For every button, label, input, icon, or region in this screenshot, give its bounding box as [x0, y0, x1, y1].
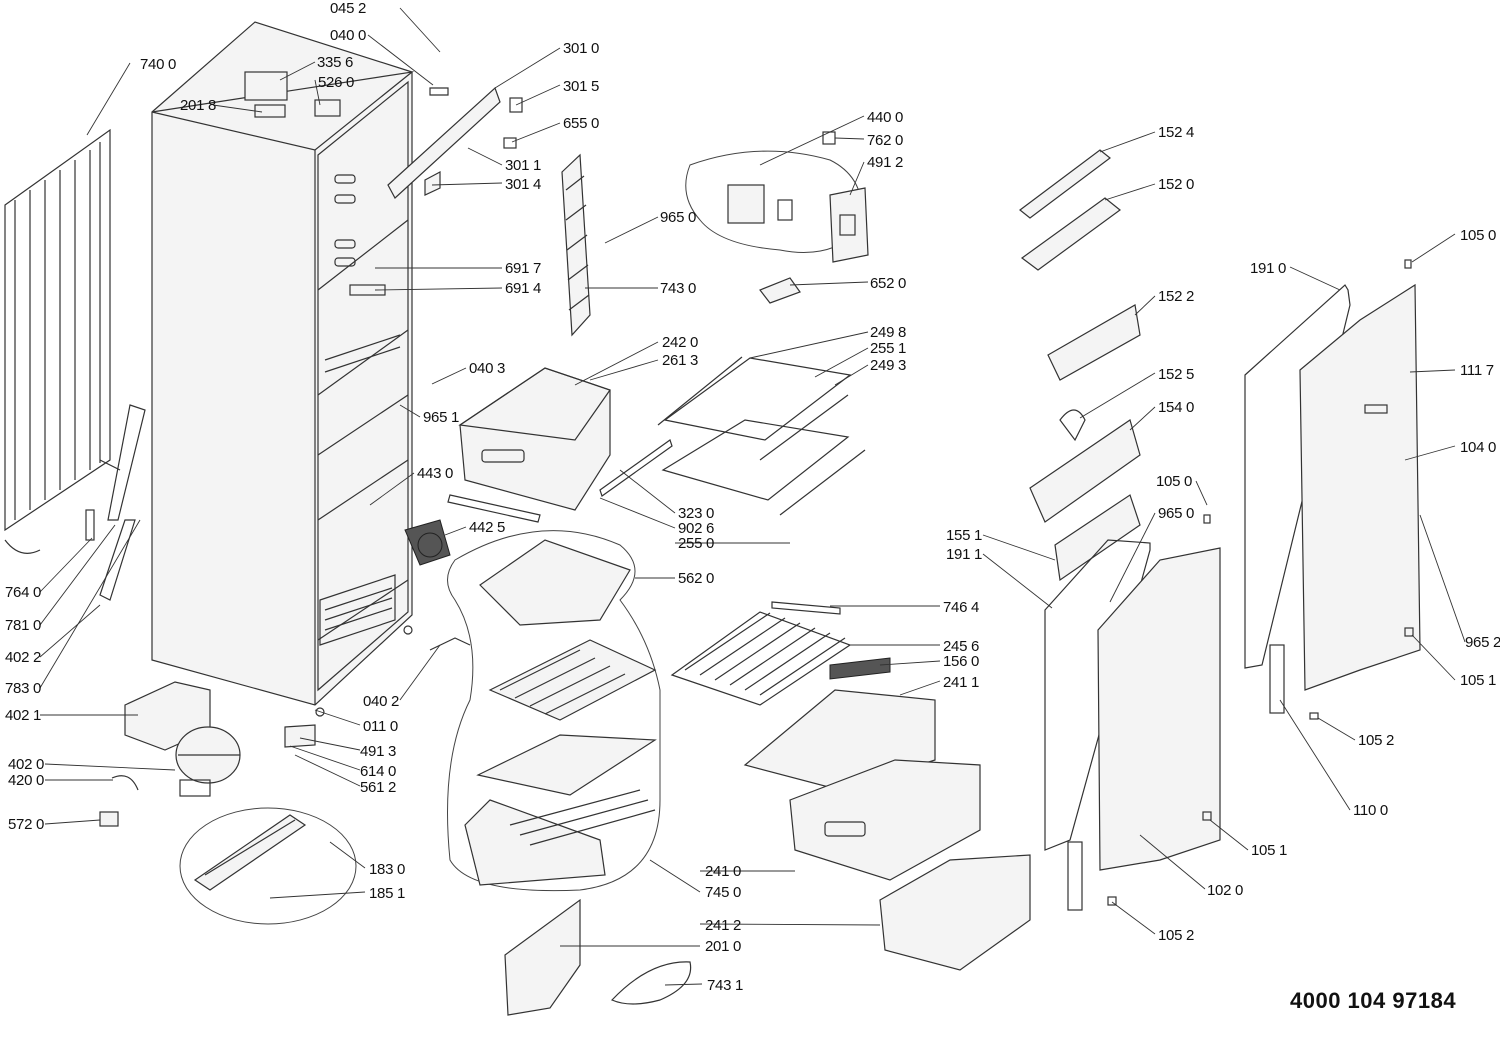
label-443-0: 443 0: [417, 465, 453, 482]
glass-shelves: [657, 356, 866, 516]
doors: [1044, 259, 1421, 911]
label-323-0: 323 0: [678, 505, 714, 522]
leader-lines: [39, 7, 1466, 986]
label-152-5: 152 5: [1158, 366, 1194, 383]
freezer-drawers: [743, 689, 1031, 971]
top-panel-parts: [387, 86, 523, 199]
label-105-1-a: 105 1: [1460, 672, 1496, 689]
label-011-0: 011 0: [363, 718, 398, 735]
label-572-0: 572 0: [8, 816, 44, 833]
label-191-1: 191 1: [946, 546, 982, 563]
label-105-0-b: 105 0: [1460, 227, 1496, 244]
label-104-0: 104 0: [1460, 439, 1496, 456]
label-152-2: 152 2: [1158, 288, 1194, 305]
label-781-0: 781 0: [5, 617, 41, 634]
label-743-0: 743 0: [660, 280, 696, 297]
label-152-4: 152 4: [1158, 124, 1194, 141]
label-111-7: 111 7: [1460, 362, 1494, 379]
label-655-0: 655 0: [563, 115, 599, 132]
label-301-5: 301 5: [563, 78, 599, 95]
label-241-2: 241 2: [705, 917, 741, 934]
label-102-0: 102 0: [1207, 882, 1243, 899]
label-040-3: 040 3: [469, 360, 505, 377]
door-bins: [1019, 149, 1141, 582]
label-241-0: 241 0: [705, 863, 741, 880]
label-183-0: 183 0: [369, 861, 405, 878]
thermostat-group: [685, 131, 869, 263]
label-762-0: 762 0: [867, 132, 903, 149]
label-201-0: 201 0: [705, 938, 741, 955]
label-255-1: 255 1: [870, 340, 906, 357]
label-491-2: 491 2: [867, 154, 903, 171]
label-420-0: 420 0: [8, 772, 44, 789]
air-duct-ladder: [561, 153, 591, 337]
label-965-0-b: 965 0: [1158, 505, 1194, 522]
evaporator-group: [429, 530, 661, 892]
wire-shelf: [670, 601, 891, 706]
label-255-0: 255 0: [678, 535, 714, 552]
label-185-1: 185 1: [369, 885, 405, 902]
label-965-1: 965 1: [423, 409, 459, 426]
label-491-3: 491 3: [360, 743, 396, 760]
label-105-2-a: 105 2: [1358, 732, 1394, 749]
label-440-0: 440 0: [867, 109, 903, 126]
label-965-0: 965 0: [660, 209, 696, 226]
condenser-coil: [4, 128, 121, 554]
base-plate-group: [179, 807, 357, 925]
label-745-0: 745 0: [705, 884, 741, 901]
label-191-0: 191 0: [1250, 260, 1286, 277]
label-561-2: 561 2: [360, 779, 396, 796]
label-154-0: 154 0: [1158, 399, 1194, 416]
pipes: [85, 404, 146, 601]
label-245-6: 245 6: [943, 638, 979, 655]
label-691-4: 691 4: [505, 280, 541, 297]
back-cover: [504, 898, 692, 1016]
label-249-8: 249 8: [870, 324, 906, 341]
label-965-2: 965 2: [1465, 634, 1500, 651]
label-743-1: 743 1: [707, 977, 743, 994]
label-562-0: 562 0: [678, 570, 714, 587]
label-783-0: 783 0: [5, 680, 41, 697]
fan-assembly: [404, 519, 451, 566]
label-105-1-b: 105 1: [1251, 842, 1287, 859]
label-241-1: 241 1: [943, 674, 979, 691]
label-110-0: 110 0: [1353, 802, 1388, 819]
label-040-2: 040 2: [363, 693, 399, 710]
part-labels: 045 2 040 0 740 0 335 6 526 0 201 8 301 …: [5, 0, 1500, 994]
cabinet-body: [151, 21, 415, 717]
control-board: [759, 277, 801, 304]
label-301-4: 301 4: [505, 176, 541, 193]
label-105-0-a: 105 0: [1156, 473, 1192, 490]
label-201-8: 201 8: [180, 97, 216, 114]
label-402-1: 402 1: [5, 707, 41, 724]
label-614-0: 614 0: [360, 763, 396, 780]
label-155-1: 155 1: [946, 527, 982, 544]
label-740-0: 740 0: [140, 56, 176, 73]
label-902-6: 902 6: [678, 520, 714, 537]
label-261-3: 261 3: [662, 352, 698, 369]
label-242-0: 242 0: [662, 334, 698, 351]
label-301-1: 301 1: [505, 157, 541, 174]
label-691-7: 691 7: [505, 260, 541, 277]
label-442-5: 442 5: [469, 519, 505, 536]
label-105-2-b: 105 2: [1158, 927, 1194, 944]
label-652-0: 652 0: [870, 275, 906, 292]
label-402-2: 402 2: [5, 649, 41, 666]
label-045-2: 045 2: [330, 0, 366, 17]
label-526-0: 526 0: [318, 74, 354, 91]
label-764-0: 764 0: [5, 584, 41, 601]
label-249-3: 249 3: [870, 357, 906, 374]
label-152-0: 152 0: [1158, 176, 1194, 193]
freezer-drawer-top: [447, 367, 673, 523]
compressor-assembly: [99, 681, 316, 827]
label-301-0: 301 0: [563, 40, 599, 57]
label-402-0: 402 0: [8, 756, 44, 773]
label-040-0: 040 0: [330, 27, 366, 44]
label-156-0: 156 0: [943, 653, 979, 670]
label-746-4: 746 4: [943, 599, 979, 616]
document-number: 4000 104 97184: [1290, 988, 1457, 1013]
label-335-6: 335 6: [317, 54, 353, 71]
